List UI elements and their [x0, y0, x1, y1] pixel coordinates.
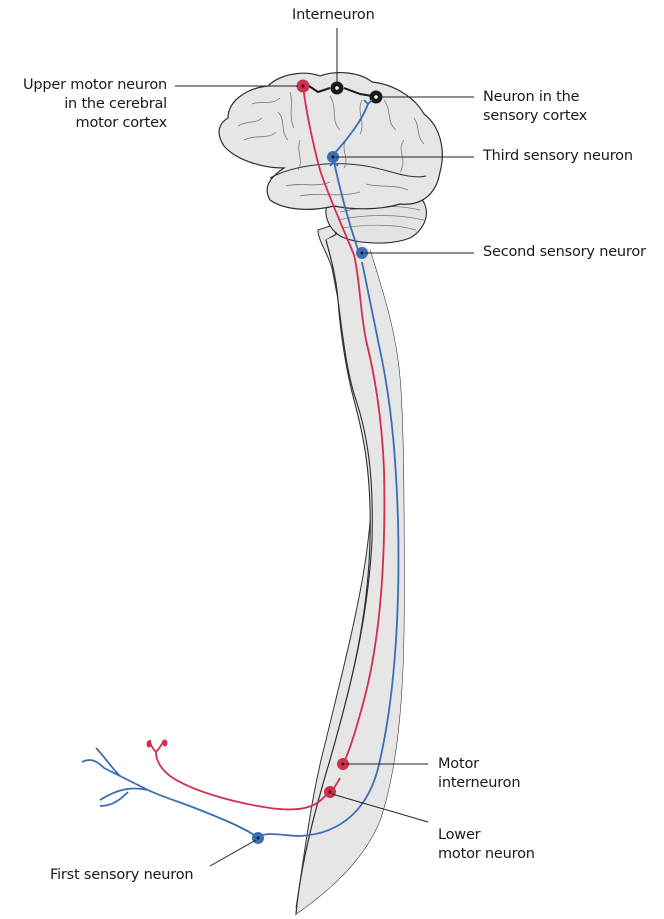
- label-neuron-sensory-cortex: Neuron in the sensory cortex: [483, 89, 588, 124]
- second-sensory-neuron-nucleus: [360, 251, 364, 255]
- leader-lines: [175, 28, 474, 867]
- third-sensory-neuron-nucleus: [331, 155, 335, 159]
- sensory-pathway: [81, 99, 400, 839]
- label-second-sensory-neuron: Second sensory neuror: [483, 244, 646, 260]
- leader-lower-motor-neuron: [331, 793, 429, 823]
- label-third-sensory-neuron: Third sensory neuron: [483, 148, 633, 164]
- spinal-cord-left-edge: [295, 239, 373, 915]
- label-interneuron: Interneuron: [292, 7, 375, 23]
- brain: [218, 72, 443, 210]
- motor-end-plate-left: [146, 740, 152, 748]
- label-motor-interneuron: Motor interneuron: [438, 756, 521, 791]
- spinal-cord-fill: [296, 235, 404, 914]
- sensory-cortex-neuron-nucleus: [374, 95, 378, 99]
- leader-first-sensory: [209, 839, 257, 867]
- motor-interneuron-nucleus: [341, 762, 345, 766]
- cortical-interneuron-chain: [308, 85, 373, 97]
- interneuron-nucleus: [335, 86, 339, 90]
- motor-end-plate-right: [162, 739, 168, 747]
- lower-motor-neuron-nucleus: [328, 790, 332, 794]
- first-sensory-neuron-nucleus: [256, 836, 260, 840]
- label-upper-motor-neuron: Upper motor neuron in the cerebral motor…: [22, 77, 167, 131]
- label-lower-motor-neuron: Lower motor neuron: [438, 827, 535, 862]
- label-first-sensory-neuron: First sensory neuron: [50, 867, 194, 883]
- upper-motor-neuron-nucleus: [301, 84, 305, 88]
